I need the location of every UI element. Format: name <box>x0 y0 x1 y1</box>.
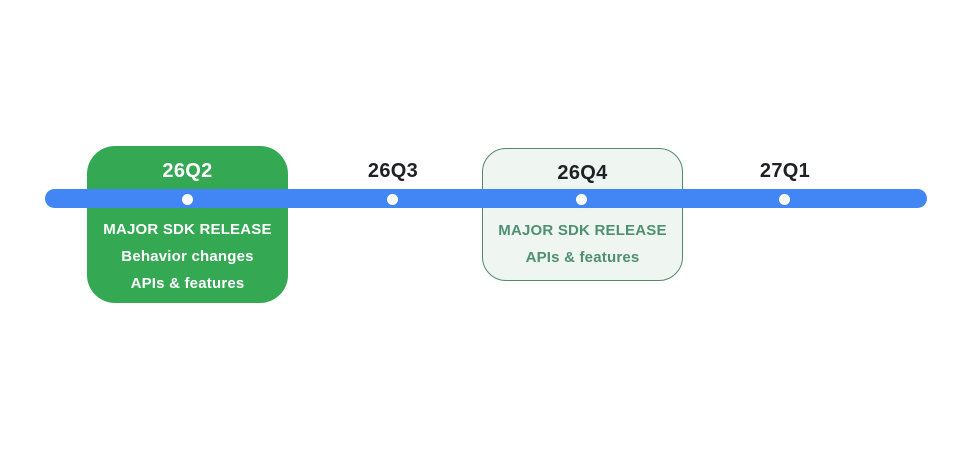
timeline-dot-26q4 <box>576 194 587 205</box>
quarter-label-26q4: 26Q4 <box>557 162 608 184</box>
timeline-dot-26q3 <box>387 194 398 205</box>
milestone-details-26q4: MAJOR SDK RELEASE APIs & features <box>483 217 682 271</box>
card-line: APIs & features <box>130 275 245 292</box>
timeline-dot-27q1 <box>779 194 790 205</box>
card-line: Behavior changes <box>121 248 254 265</box>
card-line: MAJOR SDK RELEASE <box>498 222 667 239</box>
card-line: APIs & features <box>525 249 640 266</box>
timeline-bar <box>45 189 927 208</box>
milestone-card-26q2: 26Q2 MAJOR SDK RELEASE Behavior changes … <box>87 146 288 303</box>
timeline-dot-26q2 <box>182 194 193 205</box>
milestone-card-26q4: 26Q4 MAJOR SDK RELEASE APIs & features <box>482 148 683 281</box>
quarter-label-26q2: 26Q2 <box>162 160 213 182</box>
quarter-label-26q3: 26Q3 <box>367 160 419 182</box>
milestone-details-26q2: MAJOR SDK RELEASE Behavior changes APIs … <box>87 216 288 297</box>
card-line: MAJOR SDK RELEASE <box>103 221 272 238</box>
quarter-label-27q1: 27Q1 <box>759 160 811 182</box>
